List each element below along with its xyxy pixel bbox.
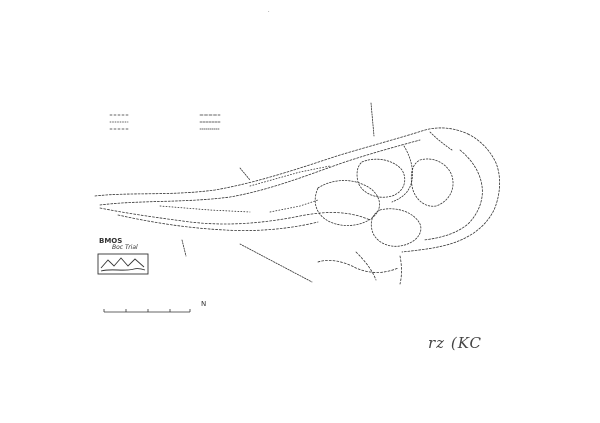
river-outline [99, 139, 421, 206]
trail-path [355, 251, 377, 281]
area-outline [410, 158, 454, 207]
logo-text: Boc Trial [112, 244, 138, 251]
trail-path [269, 199, 319, 213]
top-mark: . [268, 8, 270, 14]
trail-path [99, 207, 371, 225]
area-outline [314, 180, 380, 226]
trail-path [117, 214, 319, 232]
scale-bar [103, 309, 191, 313]
loop-trail [391, 145, 413, 203]
label-leader [239, 167, 251, 181]
river-outline [94, 127, 469, 197]
area-outline [370, 208, 422, 247]
label-leader [181, 239, 187, 257]
label-leader [239, 243, 313, 283]
trail-path [317, 260, 399, 273]
trail-path [249, 165, 331, 187]
handwritten-note: rz (KC [428, 334, 482, 352]
loop-trail [429, 131, 453, 151]
trail-path [159, 205, 251, 213]
loop-trail [401, 133, 500, 253]
area-outline [356, 158, 406, 198]
label-leader [370, 102, 375, 137]
logo-text: BMOS [99, 237, 123, 245]
trail-path [399, 255, 402, 285]
north-marker: N [201, 300, 207, 308]
loop-trail [423, 149, 483, 241]
logo-emblem [97, 253, 149, 275]
